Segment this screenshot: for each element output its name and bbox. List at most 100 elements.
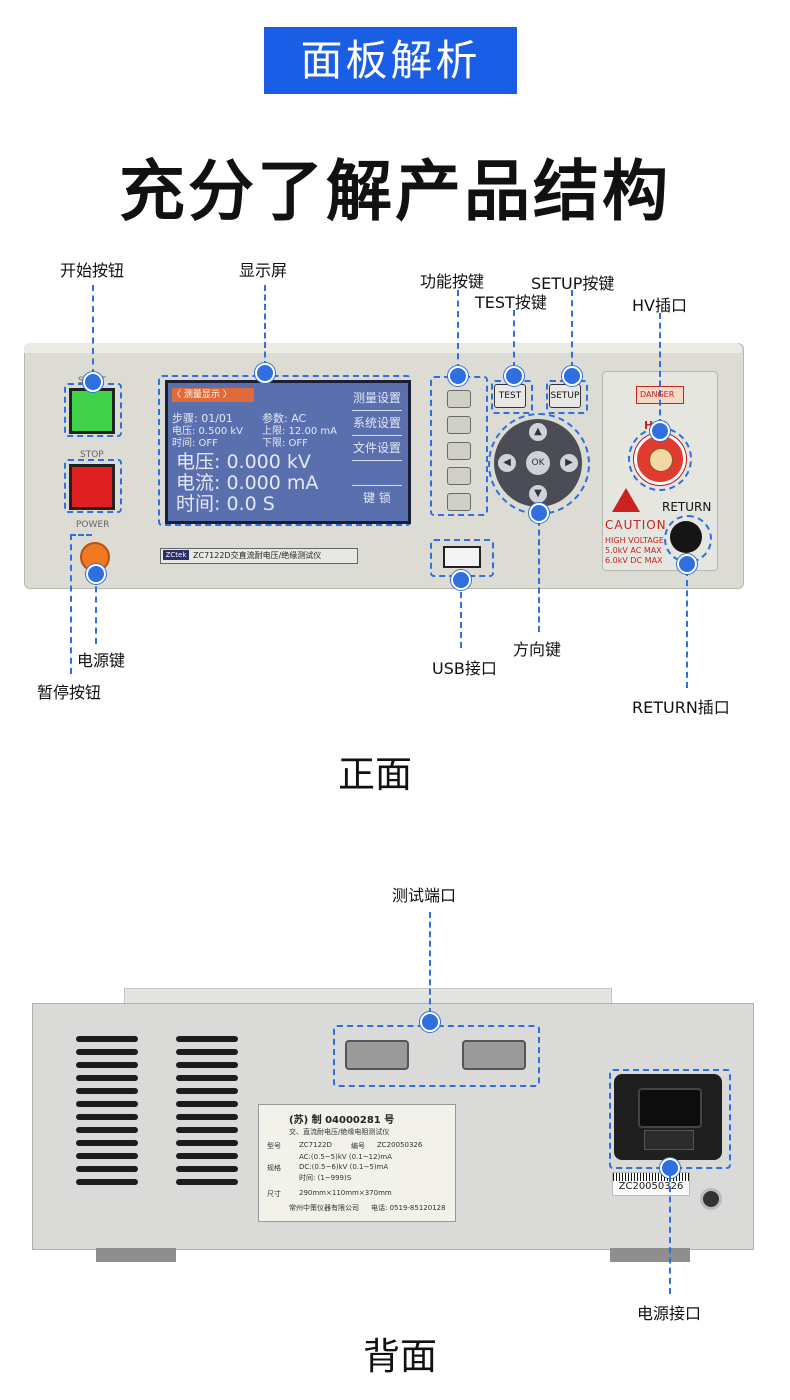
label-spec-1: AC:(0.5~5)kV (0.1~12)mA (299, 1153, 392, 1161)
menu-measure-setting[interactable]: 测量设置 (352, 391, 401, 405)
callout-pause: 暂停按钮 (37, 683, 102, 702)
callout-start: 开始按钮 (60, 261, 125, 280)
display-marker (255, 363, 275, 383)
test-leader (513, 310, 515, 368)
hv-port[interactable] (634, 433, 686, 485)
label-model-key: 型号 (267, 1142, 281, 1150)
setup-leader (571, 290, 573, 368)
screen-voltage: 电压: 0.000 kV (176, 451, 311, 473)
display-leader (264, 285, 266, 367)
power-label: POWER (76, 520, 110, 530)
label-spec-2: DC:(0.5~6)kV (0.1~5)mA (299, 1163, 389, 1171)
screen-current: 电流: 0.000 mA (176, 472, 319, 494)
front-caption: 正面 (338, 753, 412, 796)
power-inlet[interactable] (614, 1074, 722, 1160)
setup-key[interactable]: SETUP (549, 384, 581, 408)
screen-step: 步骤: 01/01 (172, 412, 233, 425)
test-port-2[interactable] (462, 1040, 526, 1070)
caution-text: CAUTION (605, 518, 667, 532)
danger-text: DANGER (640, 390, 675, 399)
model-text: ZC7122D交直流耐电压/绝缘测试仪 (193, 551, 322, 560)
arrow-down-icon[interactable]: ▼ (529, 485, 547, 503)
label-spec-3: 时间: (1~999)S (299, 1174, 352, 1182)
hv-socket-core (649, 448, 673, 472)
warning-icon (612, 488, 640, 512)
callout-hv: HV插口 (632, 296, 687, 315)
test-port-1[interactable] (345, 1040, 409, 1070)
function-leader (457, 290, 459, 370)
pause-leader (70, 534, 72, 674)
screen-param: 参数: AC (262, 412, 307, 425)
direction-pad: ▲ ▼ ◀ ▶ OK (494, 419, 582, 507)
headline: 充分了解产品结构 (119, 153, 671, 230)
menu-file-setting[interactable]: 文件设置 (352, 435, 402, 460)
function-key-1[interactable] (447, 390, 471, 408)
stop-label: STOP (80, 450, 104, 460)
caution-line-2: 5.0kV AC MAX (605, 546, 662, 555)
stop-button-box (64, 459, 122, 513)
label-serial-key: 编号 (351, 1142, 365, 1150)
ground-terminal[interactable] (700, 1188, 722, 1210)
function-key-4[interactable] (447, 467, 471, 485)
hv-marker (650, 421, 670, 441)
callout-function: 功能按键 (420, 272, 485, 291)
test-marker (504, 366, 524, 386)
arrow-left-icon[interactable]: ◀ (498, 454, 516, 472)
label-name: 交、直流耐电压/绝缘电阻测试仪 (289, 1128, 390, 1136)
test-port-leader (429, 912, 431, 1014)
test-port-marker (420, 1012, 440, 1032)
power-port-leader (669, 1176, 671, 1294)
screen-lower: 下限: OFF (262, 438, 308, 449)
menu-blank[interactable] (352, 460, 402, 485)
return-port[interactable] (670, 521, 702, 553)
menu-key-lock[interactable]: 键 锁 (352, 485, 402, 510)
barcode-text: ZC20050326 (618, 1181, 684, 1192)
screen-menu: 测量设置 系统设置 文件设置 键 锁 (352, 386, 402, 510)
screen-time: 时间: 0.0 S (176, 493, 275, 515)
label-serial-val: ZC20050326 (377, 1141, 423, 1149)
screen-time-small: 时间: OFF (172, 438, 218, 449)
test-key[interactable]: TEST (494, 384, 526, 408)
start-button[interactable] (69, 388, 115, 434)
screen-upper: 上限: 12.00 mA (262, 426, 337, 437)
label-model-val: ZC7122D (299, 1141, 332, 1149)
return-marker (677, 554, 697, 574)
screen-voltage-small: 电压: 0.500 kV (172, 426, 243, 437)
label-phone: 电话: 0519-85120128 (371, 1204, 446, 1212)
start-marker (83, 372, 103, 392)
arrow-up-icon[interactable]: ▲ (529, 423, 547, 441)
function-marker (448, 366, 468, 386)
callout-power-port: 电源接口 (637, 1304, 702, 1323)
callout-display: 显示屏 (239, 261, 288, 280)
callout-usb: USB接口 (432, 659, 497, 678)
function-key-2[interactable] (447, 416, 471, 434)
menu-system-setting[interactable]: 系统设置 (352, 410, 402, 435)
callout-setup: SETUP按键 (531, 274, 615, 293)
rating-label: (苏) 制 04000281 号 交、直流耐电压/绝缘电阻测试仪 型号 ZC71… (258, 1104, 456, 1222)
callout-test: TEST按键 (475, 293, 547, 312)
section-banner: 面板解析 (264, 27, 517, 94)
ok-button[interactable]: OK (526, 451, 550, 475)
label-maker: 常州中策仪器有限公司 (289, 1204, 359, 1212)
function-key-3[interactable] (447, 442, 471, 460)
callout-power: 电源键 (77, 651, 126, 670)
screen-header: 〈 测量显示 〉 (172, 388, 254, 402)
model-plate: ZCtek ZC7122D交直流耐电压/绝缘测试仪 (160, 548, 358, 564)
power-marker (86, 564, 106, 584)
return-label: RETURN (662, 500, 712, 514)
stop-button[interactable] (69, 464, 115, 510)
usb-port[interactable] (443, 546, 481, 568)
function-key-5[interactable] (447, 493, 471, 511)
caution-line-3: 6.0kV DC MAX (605, 556, 663, 565)
callout-test-port: 测试端口 (392, 886, 457, 905)
display-screen: 〈 测量显示 〉 步骤: 01/01 参数: AC 电压: 0.500 kV 上… (165, 380, 411, 524)
start-leader (92, 285, 94, 375)
direction-marker (529, 503, 549, 523)
hv-leader (659, 313, 661, 425)
arrow-right-icon[interactable]: ▶ (560, 454, 578, 472)
direction-leader (538, 520, 540, 632)
power-port-marker (660, 1158, 680, 1178)
return-leader (686, 570, 688, 688)
vent-left (76, 1036, 138, 1192)
callout-return: RETURN插口 (632, 698, 730, 717)
